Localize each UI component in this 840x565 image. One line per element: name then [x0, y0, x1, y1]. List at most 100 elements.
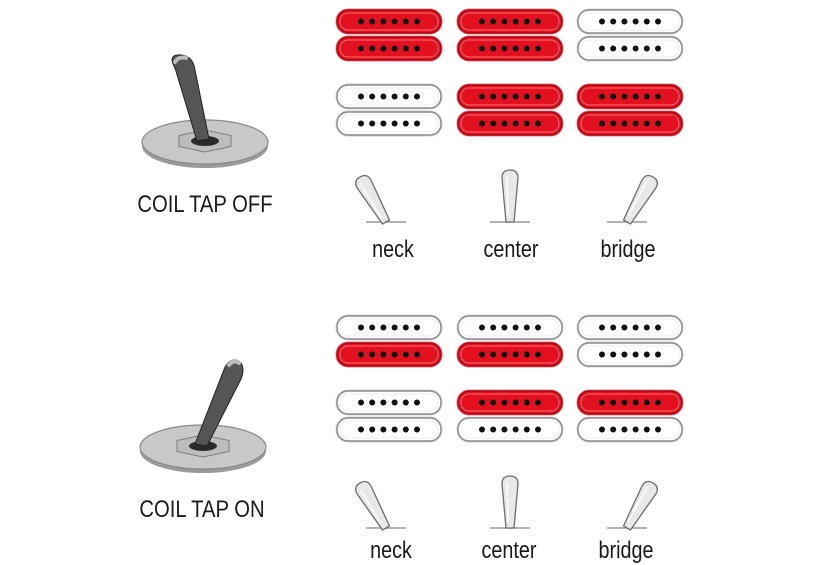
pole-piece — [512, 324, 519, 331]
pole-piece — [414, 324, 420, 331]
pickup-coil-bottom — [456, 416, 564, 443]
position-label-center: center — [482, 536, 537, 563]
pole-piece — [479, 18, 485, 25]
pole-piece — [632, 18, 639, 25]
position-neck — [335, 314, 443, 531]
pickup-coil-bottom — [335, 35, 443, 62]
pole-piece — [490, 351, 497, 358]
pole-piece — [599, 18, 605, 25]
pole-piece — [414, 18, 420, 25]
pole-piece — [643, 18, 650, 25]
pole-piece — [380, 120, 387, 127]
pole-piece — [490, 45, 497, 52]
blade-selector-icon — [490, 169, 530, 223]
pickup-coil-top — [456, 314, 564, 341]
pole-piece — [358, 18, 364, 25]
section-label: COIL TAP ON — [139, 495, 264, 522]
section-coil-tap-on: COIL TAP ON neck center bridge — [139, 314, 684, 563]
pole-piece — [479, 324, 485, 331]
pickup-coil-bottom — [576, 110, 684, 137]
pole-piece — [369, 18, 376, 25]
pole-piece — [380, 426, 387, 433]
pole-piece — [490, 120, 497, 127]
pole-piece — [655, 399, 661, 406]
toggle-switch-icon — [139, 359, 267, 473]
pole-piece — [512, 351, 519, 358]
pole-piece — [479, 45, 485, 52]
pole-piece — [391, 324, 398, 331]
pole-piece — [535, 399, 541, 406]
pole-piece — [358, 45, 364, 52]
pole-piece — [599, 426, 605, 433]
pole-piece — [479, 93, 485, 100]
pole-piece — [501, 120, 508, 127]
pole-piece — [501, 324, 508, 331]
pole-piece — [402, 426, 409, 433]
pole-piece — [655, 426, 661, 433]
pole-piece — [369, 399, 376, 406]
pole-piece — [621, 93, 628, 100]
pickup-coil-bottom — [576, 341, 684, 368]
humbucker-pickup-icon — [456, 8, 564, 62]
pole-piece — [380, 324, 387, 331]
pole-piece — [610, 399, 617, 406]
pole-piece — [402, 18, 409, 25]
pole-piece — [535, 18, 541, 25]
pole-piece — [358, 93, 364, 100]
pickup-coil-bottom — [456, 35, 564, 62]
pole-piece — [402, 120, 409, 127]
position-bridge — [576, 314, 684, 531]
humbucker-pickup-icon — [335, 314, 443, 368]
pickup-coil-top — [335, 314, 443, 341]
pole-piece — [479, 399, 485, 406]
pole-piece — [380, 351, 387, 358]
pole-piece — [501, 426, 508, 433]
pole-piece — [490, 18, 497, 25]
pole-piece — [369, 120, 376, 127]
pickup-coil-top — [576, 83, 684, 110]
pole-piece — [512, 93, 519, 100]
pickup-coil-bottom — [335, 416, 443, 443]
pole-piece — [369, 93, 376, 100]
pole-piece — [391, 426, 398, 433]
pole-piece — [535, 45, 541, 52]
pickup-coil-top — [576, 8, 684, 35]
pole-piece — [535, 351, 541, 358]
pole-piece — [643, 324, 650, 331]
pole-piece — [643, 399, 650, 406]
pole-piece — [655, 324, 661, 331]
pole-piece — [501, 351, 508, 358]
pole-piece — [655, 18, 661, 25]
pole-piece — [414, 426, 420, 433]
blade-selector-icon — [354, 174, 406, 225]
humbucker-pickup-icon — [335, 8, 443, 62]
blade-selector-icon — [354, 480, 406, 531]
pole-piece — [391, 18, 398, 25]
pole-piece — [501, 93, 508, 100]
pole-piece — [535, 93, 541, 100]
pole-piece — [512, 18, 519, 25]
pickup-coil-top — [335, 389, 443, 416]
pole-piece — [512, 399, 519, 406]
pole-piece — [414, 351, 420, 358]
pole-piece — [501, 18, 508, 25]
pole-piece — [490, 324, 497, 331]
pickup-coil-bottom — [576, 35, 684, 62]
blade-selector-icon — [607, 174, 659, 225]
pole-piece — [512, 426, 519, 433]
blade-selector-icon — [607, 480, 659, 531]
humbucker-pickup-icon — [576, 8, 684, 62]
pole-piece — [621, 324, 628, 331]
section-label: COIL TAP OFF — [137, 190, 272, 217]
pole-piece — [369, 324, 376, 331]
pole-piece — [391, 120, 398, 127]
pole-piece — [512, 45, 519, 52]
humbucker-pickup-icon — [576, 314, 684, 368]
pole-piece — [490, 93, 497, 100]
humbucker-pickup-icon — [456, 83, 564, 137]
pole-piece — [643, 93, 650, 100]
pole-piece — [599, 120, 605, 127]
pickup-coil-top — [456, 389, 564, 416]
pole-piece — [414, 399, 420, 406]
pole-piece — [643, 426, 650, 433]
